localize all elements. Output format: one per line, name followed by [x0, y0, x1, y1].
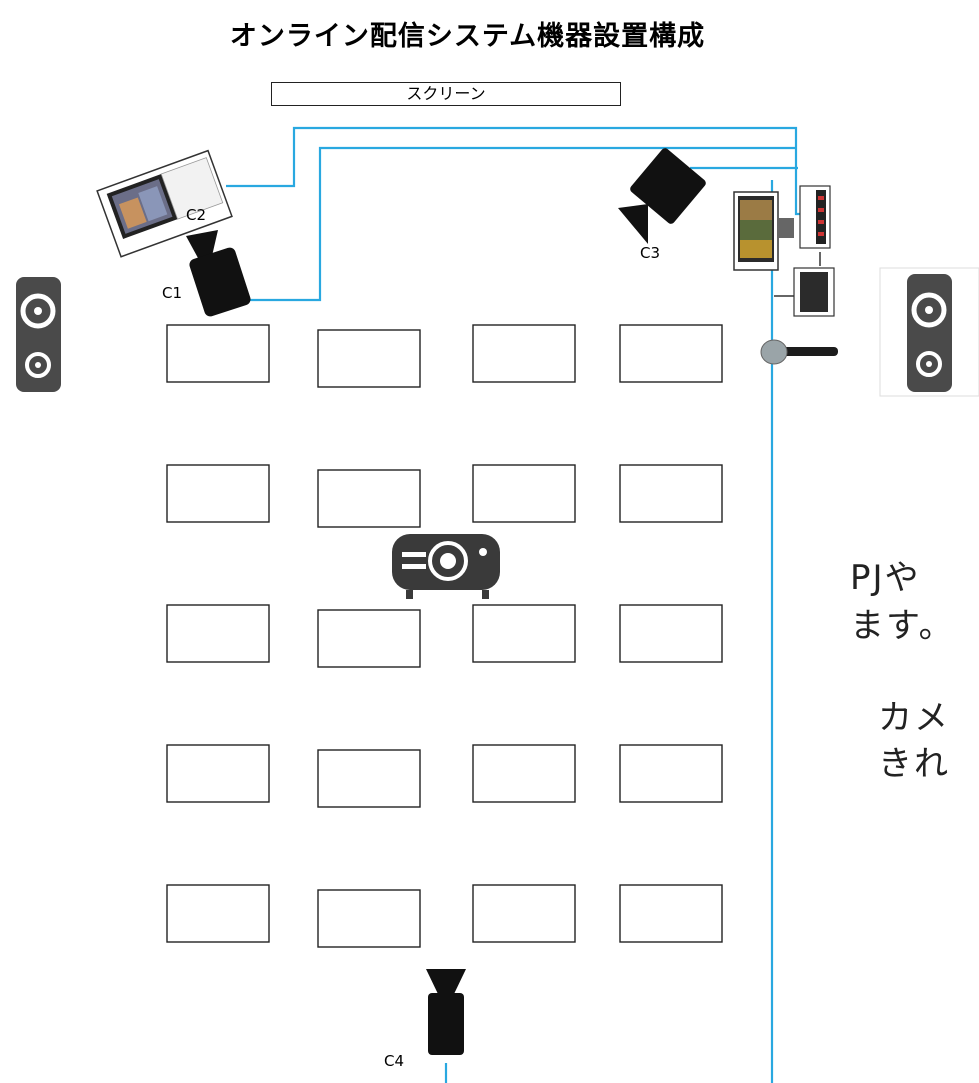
desk	[166, 324, 270, 383]
cable-c1	[250, 146, 796, 302]
desk	[317, 889, 421, 948]
desk	[472, 324, 576, 383]
desk	[619, 884, 723, 943]
projector-icon	[392, 534, 500, 599]
camera-c3-icon	[618, 148, 706, 244]
desk	[317, 749, 421, 808]
desk	[166, 884, 270, 943]
screen-label: スクリーン	[406, 84, 486, 103]
desk-grid	[166, 324, 723, 948]
note-line-1: PJや	[850, 558, 921, 598]
note-line-3: カメ	[878, 698, 950, 738]
cables	[226, 126, 808, 1083]
desk	[472, 744, 576, 803]
desk	[619, 324, 723, 383]
desk	[472, 884, 576, 943]
camera-label: C3	[640, 244, 660, 262]
camera-label: C2	[186, 206, 206, 224]
desk	[166, 744, 270, 803]
desk	[619, 604, 723, 663]
equipment-rack	[733, 185, 835, 317]
camera-c4-icon	[426, 969, 466, 1055]
desk	[619, 744, 723, 803]
speaker-right	[879, 267, 979, 397]
desk	[317, 609, 421, 668]
note-line-2: ます。	[850, 606, 955, 646]
desk	[619, 464, 723, 523]
note-line-4: きれ	[878, 744, 950, 784]
desk	[317, 469, 421, 528]
diagram-title: オンライン配信システム機器設置構成	[229, 21, 706, 52]
laptop-c2	[96, 149, 233, 258]
screen: スクリーン	[271, 82, 621, 106]
desk	[472, 464, 576, 523]
camera-label: C4	[384, 1052, 404, 1070]
microphone-icon	[760, 339, 838, 365]
speaker-left	[16, 277, 61, 392]
desk	[472, 604, 576, 663]
camera-c1-icon	[186, 230, 251, 317]
cable-c2	[226, 126, 808, 216]
camera-label: C1	[162, 284, 182, 302]
desk	[317, 329, 421, 388]
desk	[166, 464, 270, 523]
desk	[166, 604, 270, 663]
